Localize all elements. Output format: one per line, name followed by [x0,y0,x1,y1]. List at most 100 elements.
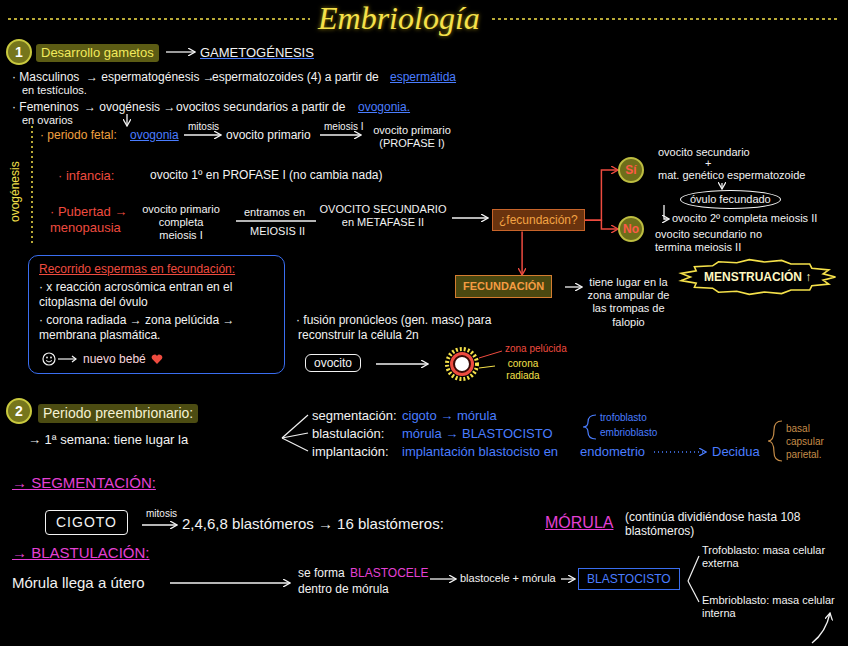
bracket-line [688,556,699,581]
note-text: ovocitos secundarios a partir de [176,100,345,114]
box-title: CIGOTO [56,514,117,531]
bracket-line [282,415,308,438]
note-box: Desarrollo gametos [36,44,159,62]
note-text: trofoblasto [600,412,647,424]
note-text: mitosis [146,508,177,520]
note-text: parietal. [786,449,822,461]
brace [768,421,782,461]
arrow [170,582,290,583]
box-title: Desarrollo gametos [41,45,154,61]
connector-arrow [521,231,523,275]
arrow [565,286,582,287]
note-text: (continúa dividiéndose hasta 108 blastóm… [625,510,840,539]
burst-shape: MENSTRUACIÓN ↑ [678,258,837,296]
note-text: + [705,157,711,170]
note-text: 2,4,6,8 blastómeros → 16 blastómeros: [182,515,444,533]
box-text: · corona radiada → zona pelúcida → membr… [39,313,274,342]
number-circle: 2 [6,398,32,424]
note-text: blastulación: [312,426,384,442]
number-circle: Sí [618,157,644,183]
note-box: CIGOTO [45,510,128,535]
note-text: meiosis I [324,121,363,133]
bracket-line [282,433,308,438]
note-text: embrioblasto [600,427,657,439]
note-text: implantación: [312,444,389,460]
note-text: MÓRULA [545,513,613,532]
corona-radiata [447,349,477,379]
note-text: mitosis [188,121,219,133]
note-box: Periodo preembrionario: [38,404,198,423]
note-text: dentro de mórula [298,582,389,596]
note-text: Decidua [712,444,760,460]
arrow [320,134,361,135]
note-text: espermatozoides (4) a partir de [212,70,379,84]
brace [583,415,596,439]
box-title: óvulo fecundado [690,193,771,206]
box-title: 2 [15,403,23,420]
note-box: Recorrido espermas en fecundación:· x re… [28,255,285,374]
bracket-line [31,126,33,246]
box-text: · x reacción acrosómica entran en el cit… [39,280,274,309]
oocyte-illustration [447,349,502,379]
note-text: ovocito primario (PROFASE I) [366,124,458,150]
arrow [561,578,575,579]
note-text: en testículos. [22,84,87,97]
note-text: ovocito primario completa meiosis I [140,203,222,243]
arrow-line [236,220,316,221]
note-box: ovocito [305,354,361,372]
note-text: entramos en [244,206,305,219]
note-text: corona radiada [498,358,548,382]
burst-polygon [681,260,835,295]
note-text: ovocito 1º en PROFASE I (no cambia nada) [150,168,383,182]
note-text: MEIOSIS II [250,225,305,238]
note-text: ovocito 2º completa meiosis II [672,212,817,225]
box-title: BLASTOCISTO [587,572,671,586]
box-title: MENSTRUACIÓN ↑ [704,270,811,284]
note-text: · periodo fetal: [40,128,117,142]
note-text: blastocele + mórula [460,572,556,585]
note-text: implantación blastocisto en [402,444,558,460]
note-text: → espermatogénesis → [86,70,215,84]
number-circle: 1 [6,39,32,65]
dotted-arrow [654,451,706,452]
note-text: reconstruir la célula 2n [298,328,419,342]
arrow [721,183,722,189]
leader-line [479,351,502,358]
note-box: ¿fecundación? [492,209,585,231]
note-text: Mórula llega a útero [12,574,145,592]
note-text: · Masculinos [12,70,79,84]
smiley-arrow [41,351,81,367]
arrow [184,134,221,135]
note-text: OVOCITO SECUNDARIO en METAFASE II [318,203,448,229]
note-text: cigoto → mórula [402,408,497,424]
note-text: endometrio [580,444,645,460]
arrow [126,114,127,126]
arrow [812,613,830,643]
connector-arrow [585,220,618,229]
note-text: ovocito primario [226,128,311,142]
note-text: espermátida [390,70,456,84]
note-text: capsular [786,436,824,448]
connector-arrow [585,170,618,220]
note-text: zona pelúcida [505,343,567,355]
arrow [166,51,195,52]
note-text: tiene lugar en la zona ampular de las tr… [586,276,671,329]
note-text: se forma [298,566,345,580]
box-title: FECUNDACIÓN [463,280,544,293]
note-text: → SEGMENTACIÓN: [12,474,156,492]
note-text: ovogénesis [8,161,22,222]
title-rule [8,18,310,20]
arrow [430,578,456,579]
arrow [376,363,428,364]
note-text: · Femeninos [12,100,79,114]
note-text: segmentación: [312,408,397,424]
note-text: → BLASTULACIÓN: [12,544,150,562]
note-box: BLASTOCISTO [578,568,680,590]
title-rule [492,18,840,20]
note-text: · fusión pronúcleos (gen. masc) para [296,313,491,327]
note-box: FECUNDACIÓN [455,275,552,298]
note-text: · Pubertad → menopausia [50,204,130,235]
box-title: No [623,222,639,236]
bracket-line [282,438,308,451]
box-text: nuevo bebé [83,352,146,366]
